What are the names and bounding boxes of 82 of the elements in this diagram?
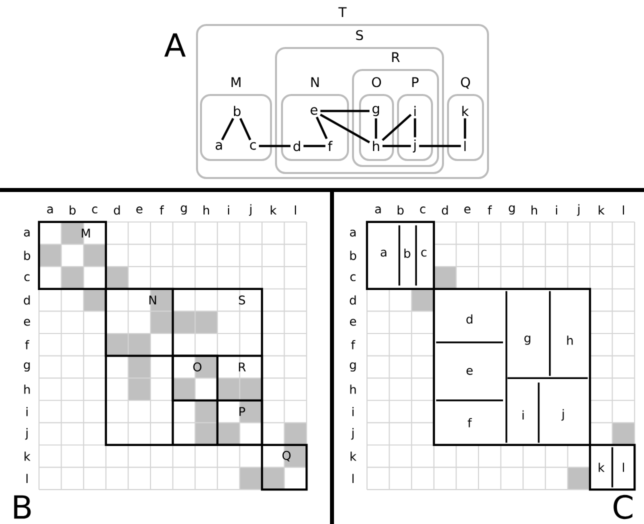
node-label: T (338, 7, 347, 17)
column-label: l (622, 205, 624, 215)
vertex-label: h (373, 140, 380, 152)
node-label: R (392, 52, 400, 62)
column-label: l (294, 205, 296, 215)
matrix-block: M (38, 220, 107, 290)
column-label: k (598, 205, 605, 215)
column-label: j (248, 204, 252, 216)
row-label: f (25, 340, 30, 350)
column-label: e (136, 206, 142, 214)
node-label: N (311, 77, 319, 87)
node-label: P (412, 77, 419, 87)
column-label: h (204, 205, 210, 215)
row-label: l (352, 474, 354, 483)
row-label: c (350, 274, 356, 282)
vertex-label: g (372, 106, 380, 116)
row-label: j (351, 428, 354, 440)
node-label: O (372, 77, 381, 88)
graph-edge (414, 118, 416, 138)
column-label: g (508, 205, 515, 215)
row-label: e (350, 318, 356, 326)
graph-edge (464, 118, 466, 139)
partition-block: a b c (366, 220, 435, 290)
graph-edge (374, 118, 378, 139)
graph-edge (239, 118, 252, 140)
column-label: e (464, 206, 470, 214)
graph-edge (419, 144, 461, 148)
panel-letter: B (14, 495, 31, 519)
vertex-label: c (250, 142, 256, 150)
vertex-label: l (464, 140, 466, 152)
vertex-label: e (310, 107, 318, 115)
column-label: j (576, 204, 580, 216)
node-label: Q (461, 77, 470, 89)
vertex-label: a (216, 142, 222, 150)
graph-edge (320, 110, 370, 112)
row-label: a (350, 230, 356, 237)
graph-edge (382, 114, 412, 142)
row-label: g (350, 362, 356, 372)
row-label: j (25, 428, 28, 440)
row-label: k (24, 452, 30, 461)
row-label: f (351, 340, 356, 350)
graph-edge (382, 144, 411, 148)
row-label: l (26, 474, 28, 483)
row-label: k (350, 452, 356, 461)
graph-edge (258, 144, 290, 148)
row-label: h (350, 384, 356, 394)
column-label: i (556, 205, 558, 215)
row-label: d (350, 295, 356, 305)
vertex-label: i (414, 106, 416, 116)
column-label: d (114, 205, 120, 215)
partition-block: d g h e i j f (432, 288, 592, 446)
partition-block: k l (588, 444, 636, 491)
graph-edge (320, 114, 370, 144)
column-label: i (228, 205, 230, 215)
graph-edge (304, 144, 326, 148)
column-label: k (270, 205, 277, 215)
row-label: i (352, 406, 354, 416)
column-label: d (442, 205, 448, 215)
row-label: d (24, 295, 30, 305)
vertex-label: f (328, 140, 333, 152)
row-label: e (24, 318, 30, 326)
column-label: f (488, 205, 492, 215)
vertex-label: d (294, 140, 300, 152)
node-label: M (232, 77, 240, 87)
node-label: S (356, 30, 363, 40)
row-label: g (24, 362, 30, 372)
column-label: g (180, 205, 187, 215)
matrix-block: O (172, 354, 218, 402)
panel-letter: C (614, 494, 632, 520)
row-label: i (26, 406, 28, 416)
column-label: f (160, 205, 164, 215)
matrix-block: N (104, 288, 174, 357)
matrix-block: Q (260, 444, 308, 491)
graph-edge (221, 118, 234, 140)
row-label: h (24, 384, 30, 394)
vertex-label: j (412, 140, 416, 152)
matrix-block: P (216, 399, 264, 446)
vertex-label: k (462, 106, 469, 116)
column-label: h (532, 205, 538, 215)
panel-letter: A (164, 33, 186, 57)
graph-edge (316, 116, 328, 140)
vertex-label: b (234, 106, 240, 116)
